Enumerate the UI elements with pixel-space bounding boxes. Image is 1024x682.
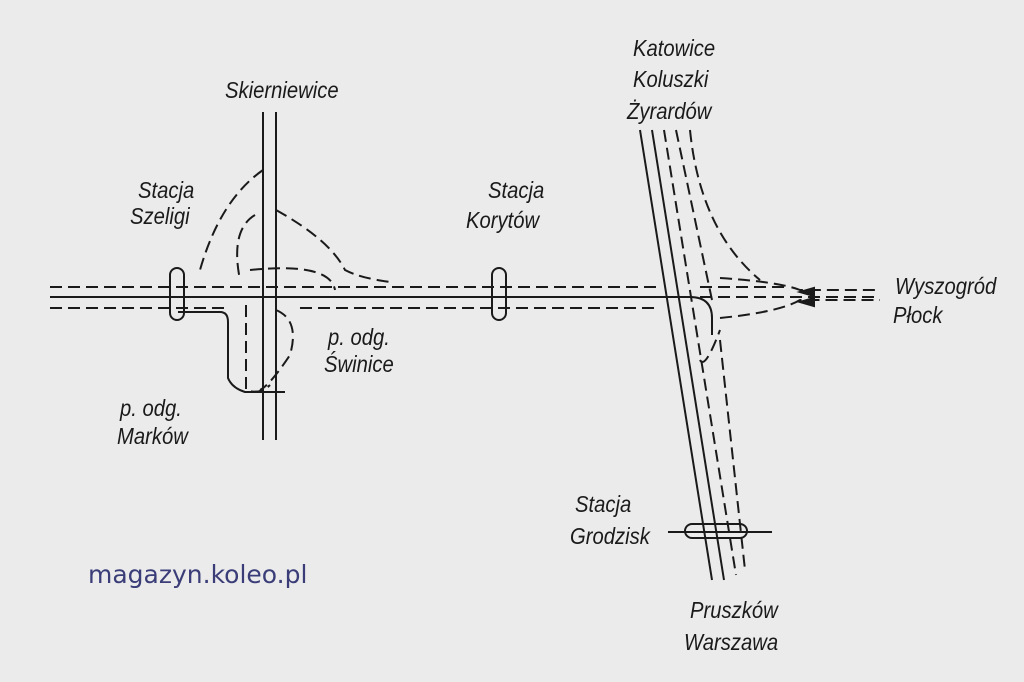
label-wyszogrod: Wyszogród <box>895 273 997 299</box>
label-grodzisk-1: Stacja <box>575 491 632 517</box>
skierniewice-line <box>262 112 277 440</box>
label-koluszki: Koluszki <box>633 66 709 92</box>
korytow-platform <box>491 267 507 321</box>
label-markow-1: p. odg. <box>120 395 182 421</box>
watermark: magazyn.koleo.pl <box>88 560 308 589</box>
markow-spur <box>178 311 285 393</box>
east-arrow <box>796 286 815 308</box>
szeligi-platform <box>169 267 185 321</box>
label-korytow-1: Stacja <box>488 177 545 203</box>
label-markow-2: Marków <box>117 423 188 449</box>
label-zyrardow: Żyrardów <box>627 98 712 124</box>
trunk-dashed <box>663 129 761 576</box>
skierniewice-connections <box>199 169 391 393</box>
label-korytow-2: Korytów <box>466 207 540 233</box>
label-warszawa: Warszawa <box>684 629 779 655</box>
label-swinice-1: p. odg. <box>328 324 390 350</box>
label-grodzisk-2: Grodzisk <box>570 523 650 549</box>
trunk-solid <box>639 129 725 581</box>
label-szeligi-2: Szeligi <box>130 203 190 229</box>
label-katowice: Katowice <box>633 35 716 61</box>
label-skierniewice: Skierniewice <box>225 77 339 103</box>
label-plock: Płock <box>893 302 943 328</box>
label-szeligi-1: Stacja <box>138 177 195 203</box>
label-swinice-2: Świnice <box>324 351 394 377</box>
east-branch <box>700 277 880 319</box>
label-pruszkow: Pruszków <box>690 597 778 623</box>
